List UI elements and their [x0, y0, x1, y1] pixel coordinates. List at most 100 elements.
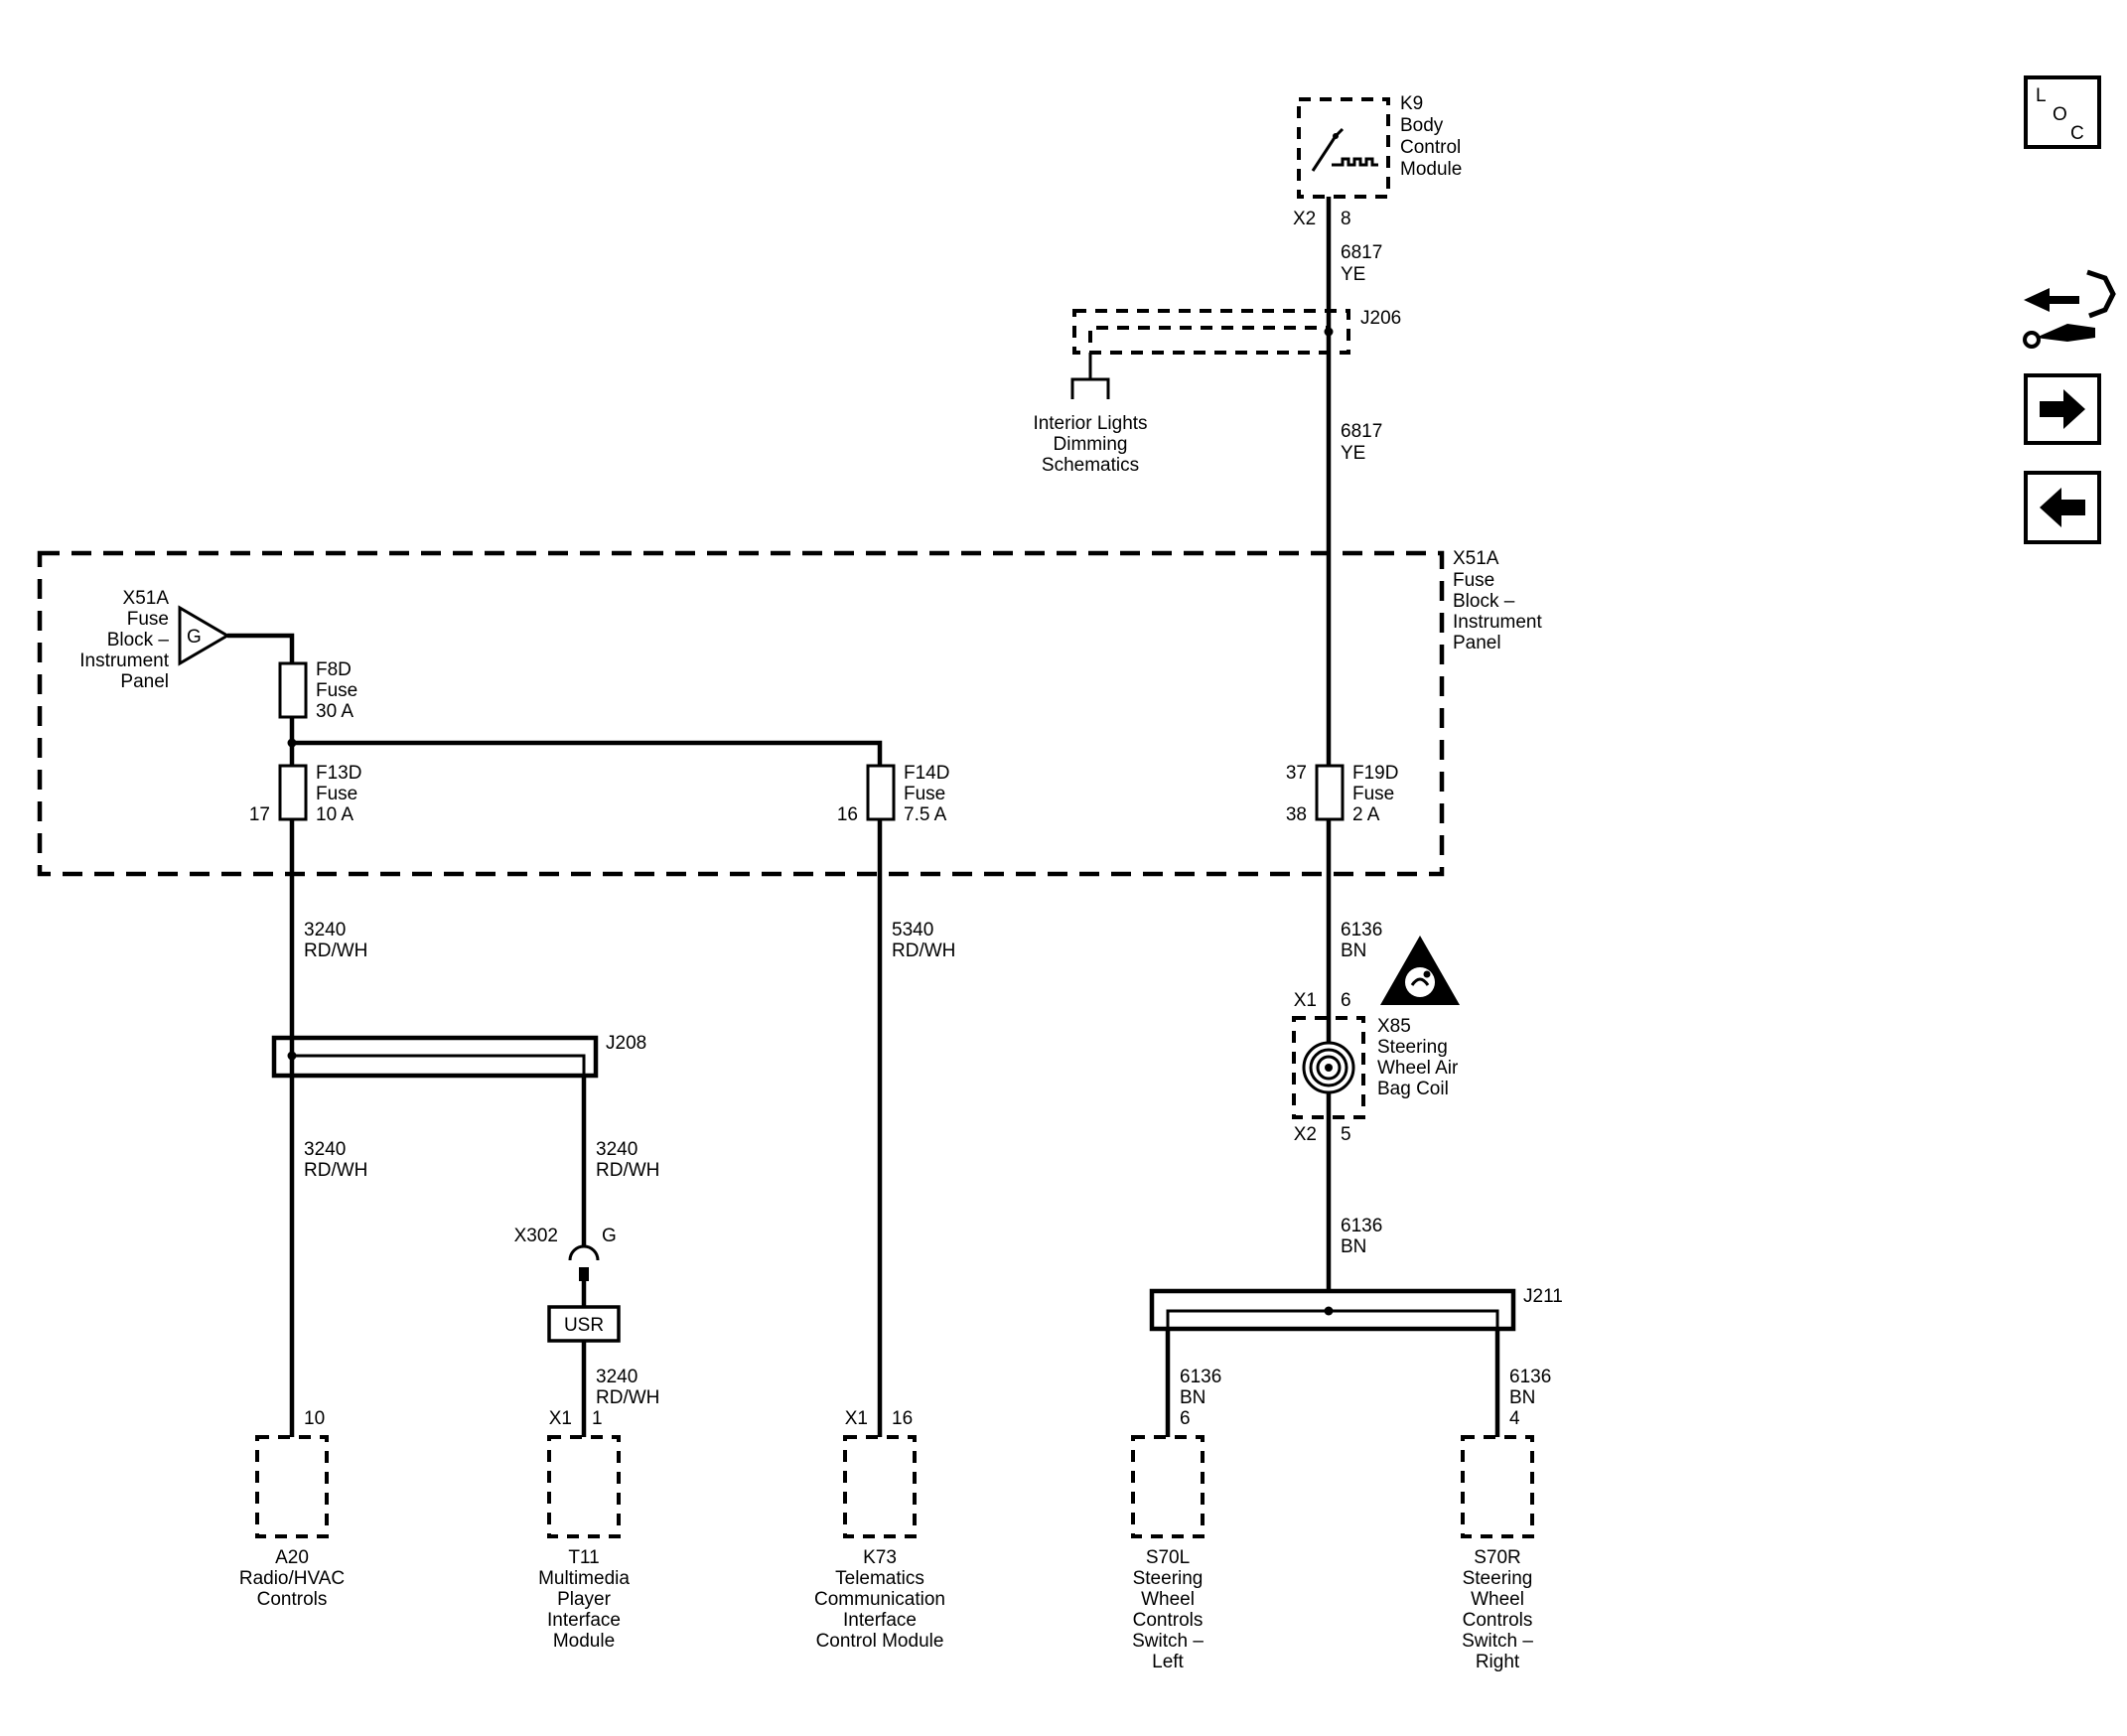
s70l-line-5: Switch –	[1132, 1631, 1204, 1652]
x85-conn-out: X2	[1294, 1124, 1317, 1145]
x85-airbag-coil[interactable]: X85 Steering Wheel Air Bag Coil	[1292, 1016, 1459, 1119]
interior-link-line-1: Interior Lights	[1033, 413, 1147, 434]
x85-name: X85	[1377, 1016, 1411, 1037]
t11-line-5: Module	[553, 1631, 615, 1652]
f19d-rating: 2 A	[1352, 804, 1380, 825]
f14d-rating: 7.5 A	[904, 804, 947, 825]
fuse-block-label-5: Panel	[1453, 633, 1501, 653]
diagnostic-tool-icon[interactable]	[2023, 269, 2116, 349]
s70r-line-5: Switch –	[1462, 1631, 1533, 1652]
f13d-pin: 17	[249, 804, 270, 825]
feed-ref-line-4: Instrument	[79, 651, 169, 671]
k9-name: K9	[1400, 93, 1423, 114]
airbag-warning-icon	[1380, 936, 1460, 1005]
s70r-line-6: Right	[1476, 1652, 1520, 1672]
wire-6817-b-circuit: 6817	[1341, 421, 1382, 442]
f19d-name: F19D	[1352, 763, 1398, 784]
x85-line-1: Steering	[1377, 1037, 1448, 1058]
s70l-line-3: Wheel	[1141, 1589, 1195, 1610]
x302-name: X302	[514, 1226, 558, 1246]
fuse-f13d[interactable]: F13D Fuse 10 A 17	[249, 763, 362, 825]
wire-3240-d-color: RD/WH	[596, 1387, 659, 1408]
f8d-type: Fuse	[316, 680, 357, 701]
k9-body-control-module[interactable]: K9 Body Control Module	[1297, 93, 1462, 199]
splice-j206: J206	[1072, 308, 1401, 355]
k73-line-2: Telematics	[835, 1568, 924, 1589]
wire-5340-circuit: 5340	[892, 920, 933, 940]
k73-line-3: Communication	[814, 1589, 945, 1610]
f14d-type: Fuse	[904, 784, 945, 804]
wire-6136-a-color: BN	[1341, 940, 1366, 961]
fuse-f8d[interactable]: F8D Fuse 30 A	[278, 659, 357, 722]
f19d-pin-out: 38	[1286, 804, 1307, 825]
k9-line-1: Body	[1400, 115, 1444, 136]
fuse-f19d[interactable]: F19D Fuse 2 A 37 38	[1286, 763, 1399, 825]
t11-conn: X1	[549, 1408, 572, 1429]
fuse-f14d[interactable]: F14D Fuse 7.5 A 16	[837, 763, 950, 825]
interior-lights-link[interactable]: Interior Lights Dimming Schematics	[1033, 353, 1148, 476]
j211-label: J211	[1523, 1286, 1563, 1307]
x85-line-2: Wheel Air	[1377, 1058, 1459, 1079]
a20-radio-hvac-controls[interactable]: A20 Radio/HVAC Controls	[239, 1435, 345, 1610]
wire-5340-color: RD/WH	[892, 940, 955, 961]
k9-line-3: Module	[1400, 159, 1462, 180]
wire-3240-b-color: RD/WH	[304, 1160, 367, 1181]
s70r-line-1: S70R	[1474, 1547, 1521, 1568]
f8d-name: F8D	[316, 659, 352, 680]
x85-line-3: Bag Coil	[1377, 1079, 1449, 1099]
interior-link-line-2: Dimming	[1054, 434, 1128, 455]
a20-pin: 10	[304, 1408, 325, 1429]
splice-j208: J208	[271, 1033, 646, 1079]
loc-o: O	[2053, 104, 2067, 125]
wire-6136-right-circuit: 6136	[1509, 1367, 1551, 1387]
s70l-steering-switch-left[interactable]: S70L Steering Wheel Controls Switch – Le…	[1131, 1435, 1205, 1672]
k73-conn: X1	[845, 1408, 868, 1429]
f8d-rating: 30 A	[316, 701, 354, 722]
x85-pin-out: 5	[1341, 1124, 1351, 1145]
usr-label: USR	[564, 1315, 604, 1336]
loc-button[interactable]: L O C	[2024, 75, 2101, 149]
x85-conn-in: X1	[1294, 990, 1317, 1011]
fuse-block-feed-reference[interactable]: G X51A Fuse Block – Instrument Panel	[79, 588, 230, 692]
s70r-steering-switch-right[interactable]: S70R Steering Wheel Controls Switch – Ri…	[1461, 1435, 1534, 1672]
f19d-type: Fuse	[1352, 784, 1394, 804]
wire-3240-a-circuit: 3240	[304, 920, 346, 940]
t11-pin: 1	[592, 1408, 603, 1429]
t11-line-4: Interface	[547, 1610, 621, 1631]
x85-pin-in: 6	[1341, 990, 1351, 1011]
k73-telematics-module[interactable]: K73 Telematics Communication Interface C…	[814, 1435, 945, 1652]
wire-6136-b-color: BN	[1341, 1236, 1366, 1257]
f14d-name: F14D	[904, 763, 949, 784]
wire-6136-a-circuit: 6136	[1341, 920, 1382, 940]
wire-6817-b-color: YE	[1341, 443, 1365, 464]
fuse-block-label-3: Block –	[1453, 591, 1515, 612]
fuse-block-outline: X51A Fuse Block – Instrument Panel	[37, 548, 1542, 877]
f13d-name: F13D	[316, 763, 361, 784]
t11-line-2: Multimedia	[538, 1568, 630, 1589]
bus-wire	[292, 740, 883, 766]
feed-ref-line-1: X51A	[123, 588, 170, 609]
k73-line-4: Interface	[843, 1610, 917, 1631]
wire-3240-c-circuit: 3240	[596, 1139, 638, 1160]
k9-pin: 8	[1341, 209, 1351, 229]
loc-l: L	[2036, 85, 2047, 106]
t11-multimedia-player-interface-module[interactable]: T11 Multimedia Player Interface Module	[538, 1435, 630, 1652]
j208-label: J208	[606, 1033, 646, 1054]
feed-wire	[227, 633, 295, 663]
s70l-line-6: Left	[1152, 1652, 1184, 1672]
f13d-type: Fuse	[316, 784, 357, 804]
k73-line-5: Control Module	[816, 1631, 944, 1652]
a20-line-3: Controls	[257, 1589, 328, 1610]
k9-line-2: Control	[1400, 137, 1461, 158]
wire-6136-left-circuit: 6136	[1180, 1367, 1221, 1387]
feed-ref-line-5: Panel	[120, 671, 169, 692]
s70r-line-2: Steering	[1463, 1568, 1533, 1589]
arrow-left-icon[interactable]	[2024, 471, 2101, 544]
arrow-right-icon[interactable]	[2024, 373, 2101, 445]
t11-line-3: Player	[557, 1589, 612, 1610]
k9-connector: X2	[1293, 209, 1316, 229]
wire-6817-a-color: YE	[1341, 264, 1365, 285]
s70r-line-4: Controls	[1463, 1610, 1533, 1631]
ground-x302[interactable]: X302 G	[514, 1226, 617, 1281]
